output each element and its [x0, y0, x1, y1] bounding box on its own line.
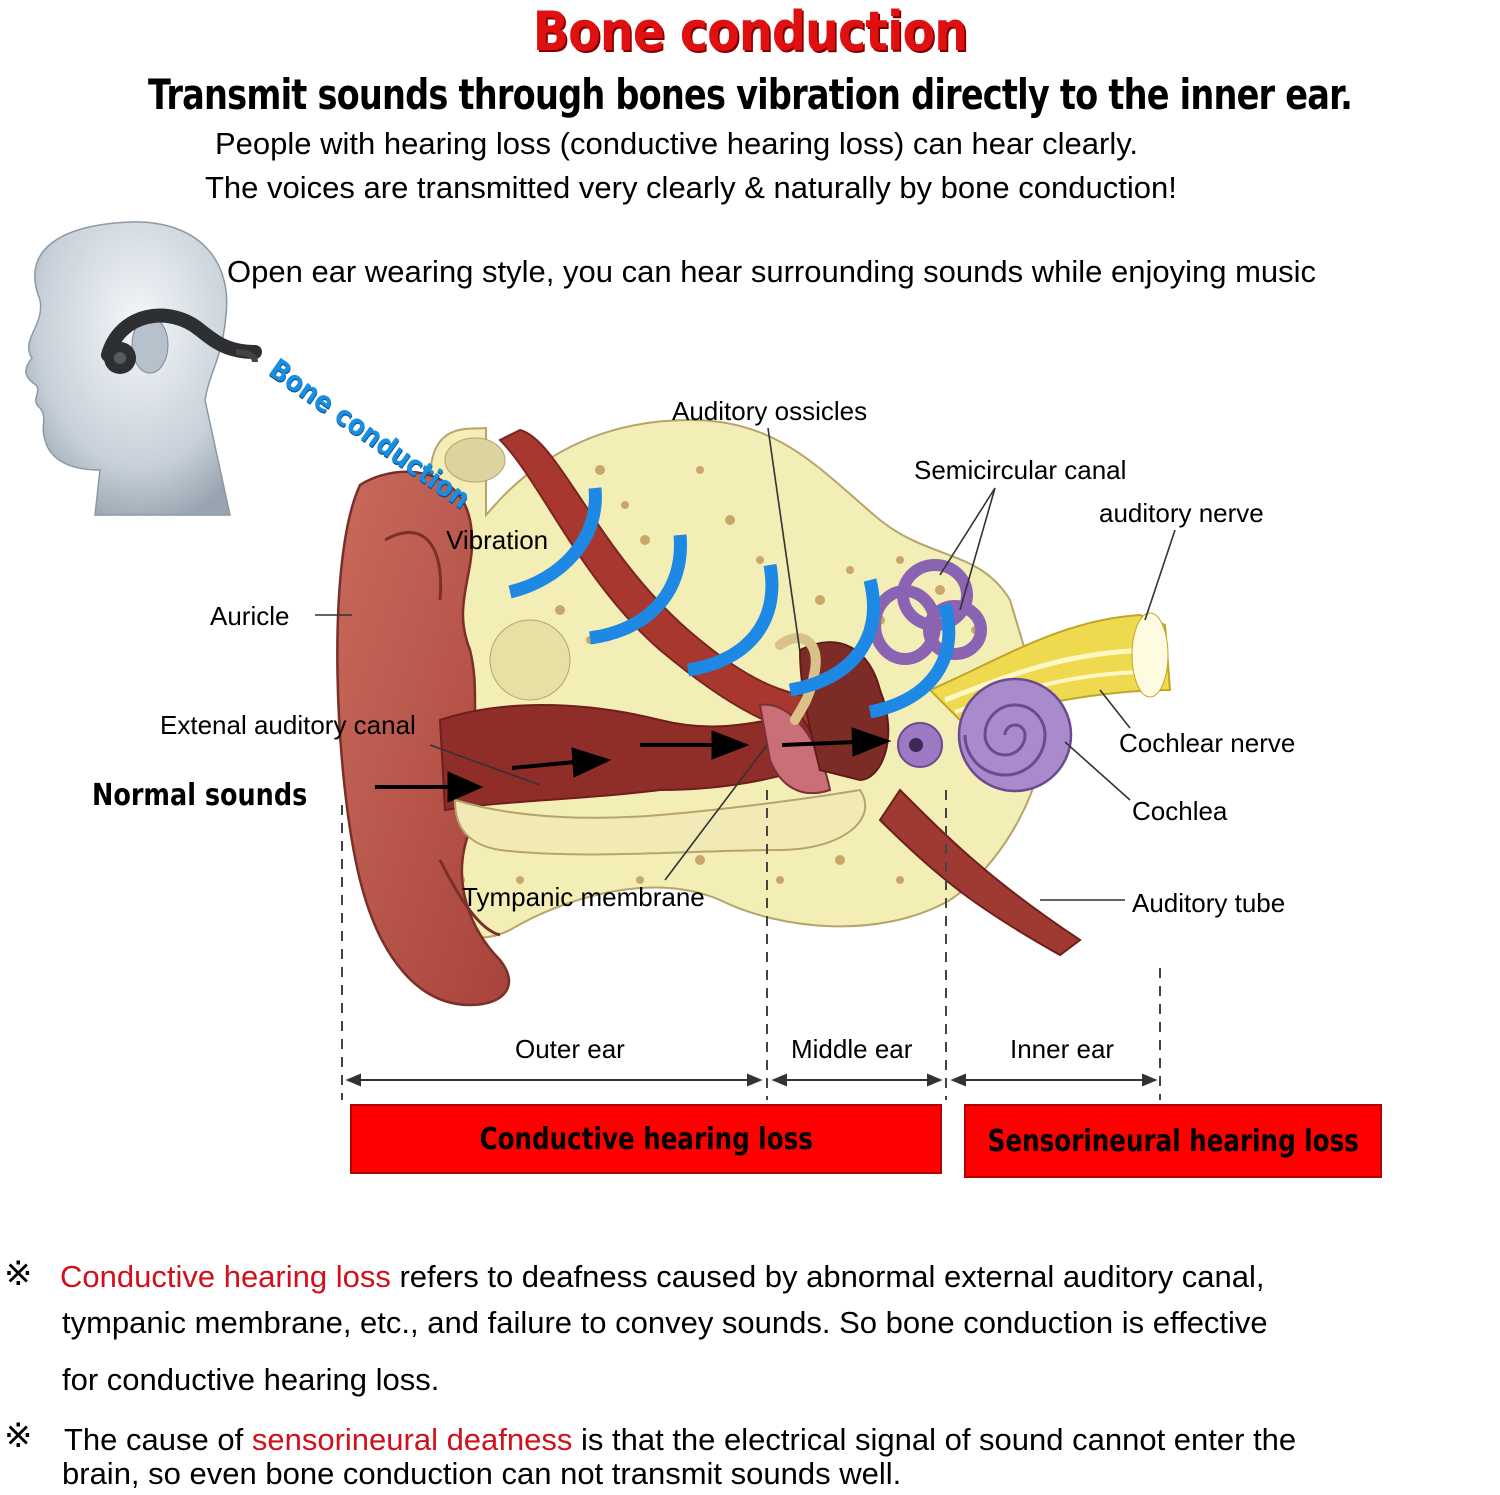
- cochlea-label: Cochlea: [1132, 796, 1228, 826]
- conductive-box-label: Conductive hearing loss: [479, 1121, 813, 1157]
- auditory-nerve-label: auditory nerve: [1099, 498, 1264, 528]
- note-2-text-b: is that the electrical signal of sound c…: [572, 1422, 1297, 1457]
- note-2-line-1: The cause of sensorineural deafness is t…: [64, 1418, 1296, 1461]
- note-2-highlight: sensorineural deafness: [251, 1422, 573, 1457]
- note-1-highlight: Conductive hearing loss: [60, 1259, 391, 1294]
- note-1-line-1: Conductive hearing loss refers to deafne…: [60, 1255, 1265, 1298]
- vibration-label: Vibration: [446, 525, 549, 555]
- note-1-line-3: for conductive hearing loss.: [62, 1362, 440, 1397]
- note-1-line-2: tympanic membrane, etc., and failure to …: [62, 1305, 1268, 1340]
- head-illustration: [25, 221, 262, 516]
- inner-ear-label: Inner ear: [1010, 1034, 1115, 1064]
- auditory-tube-shape: [878, 788, 1082, 957]
- conductive-hearing-loss-box: Conductive hearing loss: [350, 1104, 942, 1174]
- intro-line-1: People with hearing loss (conductive hea…: [215, 126, 1139, 161]
- middle-ear-label: Middle ear: [791, 1034, 913, 1064]
- semicircular-canal-label: Semicircular canal: [914, 455, 1127, 485]
- sensorineural-hearing-loss-box: Sensorineural hearing loss: [964, 1104, 1382, 1178]
- auricle-label: Auricle: [210, 601, 290, 631]
- page-title: Bone conduction: [532, 0, 968, 63]
- sound-arrows: [375, 727, 892, 803]
- region-span-arrows: [345, 1073, 1158, 1087]
- note-marker-2: ※: [4, 1417, 33, 1455]
- external-canal-label: Extenal auditory canal: [160, 710, 416, 740]
- auricle-shape: [336, 470, 511, 1007]
- normal-sounds-label: Normal sounds: [92, 778, 308, 813]
- vibration-waves: [508, 487, 956, 719]
- outer-ear-label: Outer ear: [515, 1034, 625, 1064]
- note-2-line-2: brain, so even bone conduction can not t…: [62, 1456, 902, 1491]
- cochlear-nerve-label: Cochlear nerve: [1119, 728, 1296, 758]
- note-marker-1: ※: [4, 1255, 33, 1293]
- leader-lines: [315, 427, 1176, 901]
- ear-anatomy-illustration: [25, 221, 1176, 1100]
- region-dividers: [341, 790, 1161, 1100]
- intro-line-3: Open ear wearing style, you can hear sur…: [227, 254, 1317, 289]
- ossicles-shape: [775, 633, 821, 725]
- tympanic-membrane-shape: [758, 703, 832, 795]
- intro-line-2: The voices are transmitted very clearly …: [205, 170, 1177, 205]
- note-2-text-a: The cause of: [64, 1422, 252, 1457]
- auditory-ossicles-label: Auditory ossicles: [672, 396, 868, 426]
- tympanic-membrane-label: Tympanic membrane: [462, 882, 705, 912]
- auditory-tube-label: Auditory tube: [1132, 888, 1286, 918]
- cochlea-shape: [897, 677, 1073, 793]
- page-subtitle: Transmit sounds through bones vibration …: [147, 70, 1353, 119]
- sensorineural-box-label: Sensorineural hearing loss: [987, 1123, 1359, 1159]
- note-1-text-a: refers to deafness caused by abnormal ex…: [390, 1259, 1265, 1294]
